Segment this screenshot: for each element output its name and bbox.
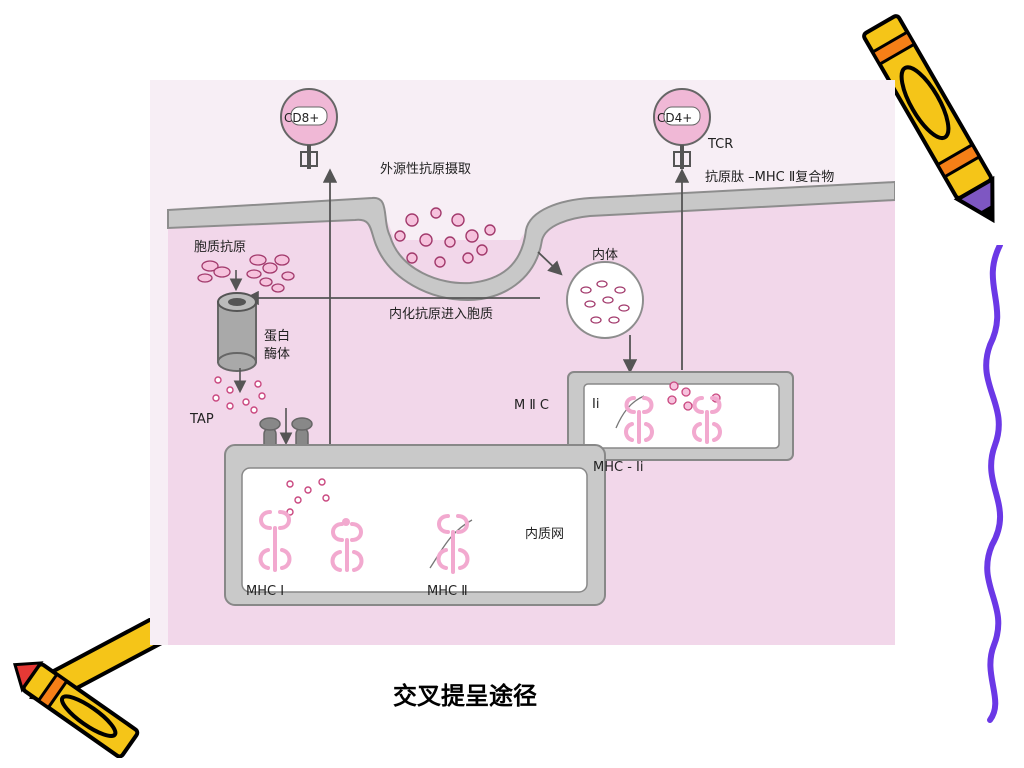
er-label: 内质网	[525, 527, 565, 542]
mhc2-label: MHC Ⅱ	[427, 584, 468, 599]
slide-caption: 交叉提呈途径	[393, 682, 537, 710]
cd4-label: CD4+	[657, 111, 693, 125]
tcr-label: TCR	[708, 137, 734, 152]
miic-label: M Ⅱ C	[514, 398, 549, 413]
endosome	[566, 261, 644, 339]
cd8-label: CD8+	[284, 111, 320, 125]
proteasome-label: 蛋白 酶体	[264, 329, 291, 362]
vesicle-contents	[394, 207, 496, 268]
cytosolic-antigen	[197, 254, 295, 293]
mhc1-label: MHC Ⅰ	[246, 584, 285, 599]
arrow-to-endosome	[537, 251, 563, 276]
cytosolic-antigen-label: 胞质抗原	[194, 240, 247, 255]
miic-compartment	[567, 371, 794, 461]
tap-label: TAP	[190, 412, 214, 427]
exogenous-uptake-label: 外源性抗原摄取	[380, 162, 472, 177]
endosome-label: 内体	[592, 248, 619, 263]
peptide-dots	[212, 376, 266, 414]
proteasome	[217, 292, 257, 372]
purple-squiggle-icon	[983, 245, 1004, 723]
endoplasmic-reticulum	[224, 444, 606, 606]
internalized-label: 内化抗原进入胞质	[389, 307, 494, 322]
mhc-molecules	[258, 396, 722, 574]
cd8-t-cell	[280, 88, 338, 169]
peptide-mhc2-label: 抗原肽 –MHC Ⅱ复合物	[705, 170, 835, 185]
plasma-membrane	[167, 180, 895, 302]
ii-label: Ii	[592, 397, 600, 412]
mhc-ii-complex-label: MHC - Ii	[593, 460, 644, 475]
cd4-t-cell	[653, 88, 711, 169]
cross-presentation-diagram	[150, 80, 895, 645]
crayon-top-right-icon	[862, 14, 995, 224]
